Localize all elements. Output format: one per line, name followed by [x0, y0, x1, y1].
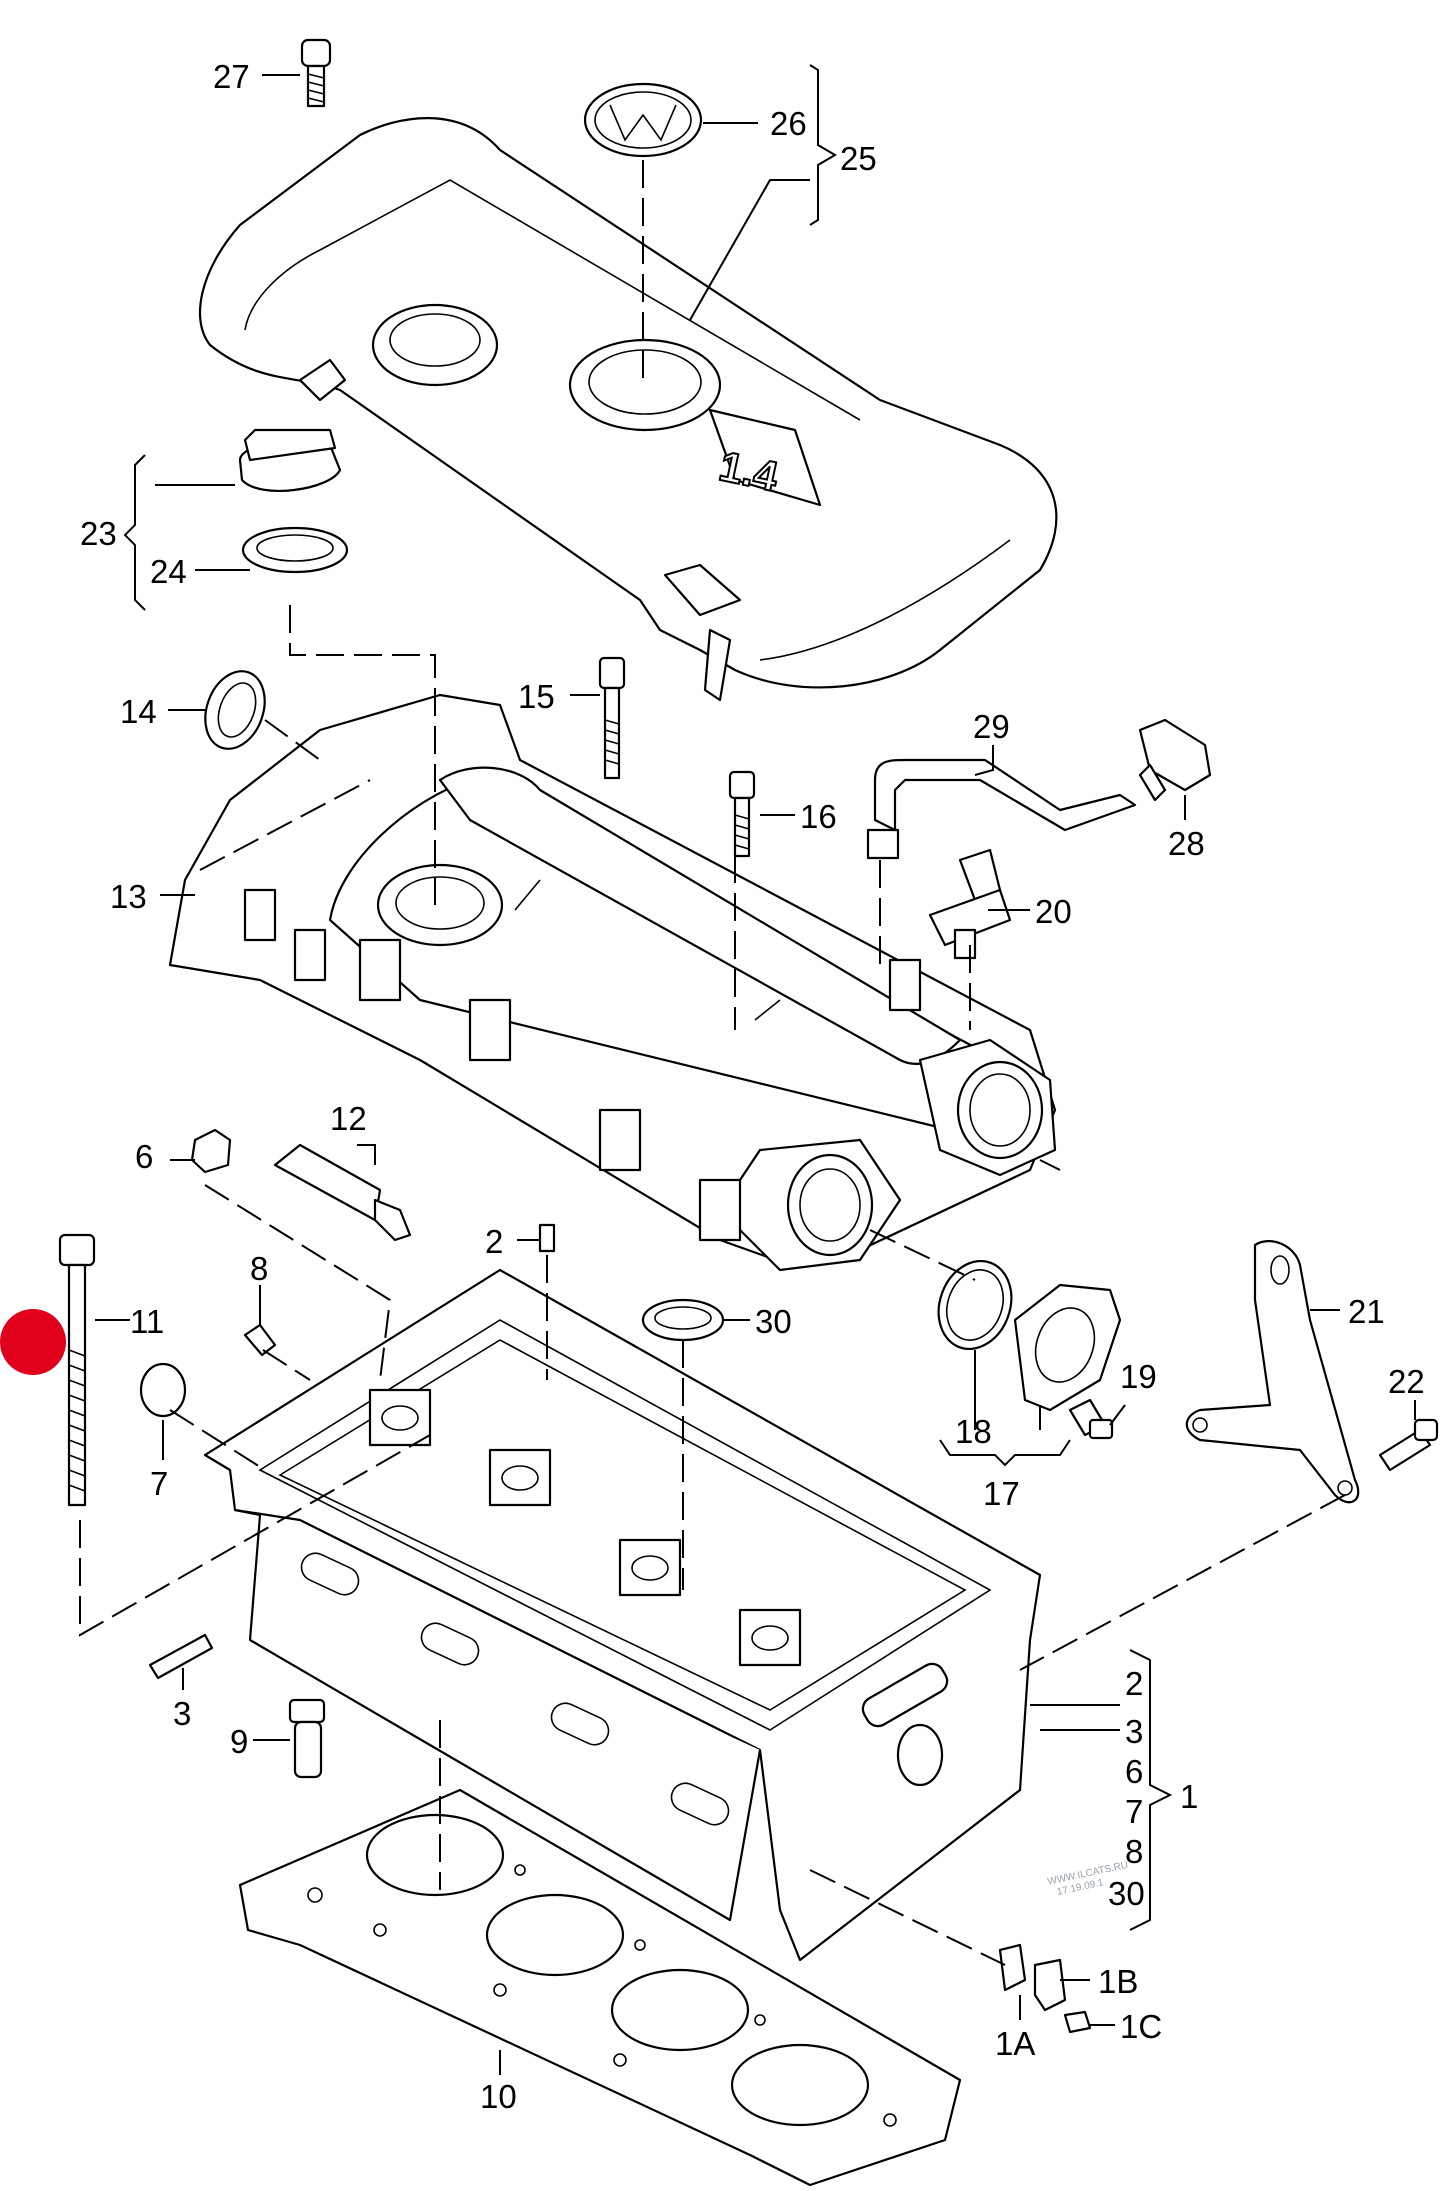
label-14: 14	[120, 693, 157, 730]
bolt-22	[1378, 1418, 1439, 1472]
clip-1A	[998, 1943, 1027, 1992]
clip-1B	[1033, 1958, 1067, 2012]
group-item: 2	[1125, 1665, 1143, 1702]
label-1: 1	[1180, 1778, 1198, 1815]
label-7: 7	[150, 1465, 168, 1502]
bolt-1C	[1063, 2010, 1092, 2034]
sleeve-9	[288, 1698, 326, 1779]
group-item: 6	[1125, 1753, 1143, 1790]
label-3: 3	[173, 1695, 191, 1732]
valve-cover	[168, 628, 1057, 1272]
oil-filler-cap	[238, 428, 349, 574]
engine-cover: 1.4	[198, 117, 1058, 689]
plug-7	[139, 1362, 187, 1418]
label-19: 19	[1120, 1358, 1157, 1395]
label-10: 10	[480, 2078, 517, 2115]
label-1A: 1A	[995, 2025, 1035, 2062]
label-28: 28	[1168, 825, 1205, 862]
connector-28	[1138, 718, 1212, 802]
label-18: 18	[955, 1413, 992, 1450]
leader-lines	[95, 64, 1416, 2075]
cam-bearing-blocks	[368, 1388, 802, 1667]
label-6: 6	[135, 1138, 153, 1175]
o-ring-18	[937, 1259, 1013, 1351]
label-22: 22	[1388, 1363, 1425, 1400]
group-item: 30	[1108, 1875, 1145, 1912]
group-1-list: 2 3 6 7 8 30	[1108, 1665, 1145, 1912]
label-29: 29	[973, 708, 1010, 745]
sealant-tube-12	[273, 1143, 412, 1242]
group-item: 7	[1125, 1793, 1143, 1830]
label-26: 26	[770, 105, 807, 142]
seal-14	[204, 670, 266, 750]
label-13: 13	[110, 878, 147, 915]
cylinder-head	[203, 1268, 1042, 1962]
bolt-15	[598, 656, 626, 780]
group-item: 3	[1125, 1713, 1143, 1750]
pin-2	[538, 1223, 556, 1253]
ring-30	[641, 1298, 725, 1342]
assembly-lines	[79, 160, 1346, 1966]
label-8: 8	[250, 1250, 268, 1287]
bolt-16	[728, 770, 756, 858]
cover-17	[1013, 1283, 1122, 1412]
label-23: 23	[80, 515, 117, 552]
stud-3	[148, 1633, 214, 1680]
bolt-19	[1068, 1398, 1114, 1440]
breather-hose-29	[866, 758, 1137, 860]
head-side-ports	[300, 1552, 730, 1826]
label-24: 24	[150, 553, 187, 590]
label-30: 30	[755, 1303, 792, 1340]
label-1C: 1C	[1120, 2008, 1162, 2045]
group-item: 8	[1125, 1833, 1143, 1870]
label-25: 25	[840, 140, 877, 177]
pin-8	[243, 1323, 277, 1357]
red-marker-dot	[0, 1309, 66, 1375]
label-21: 21	[1348, 1293, 1385, 1330]
bolt-27	[300, 38, 332, 108]
sensor-20	[928, 848, 1012, 960]
head-gasket	[238, 1788, 962, 2187]
label-17: 17	[983, 1475, 1020, 1512]
label-27: 27	[213, 58, 250, 95]
label-9: 9	[230, 1723, 248, 1760]
label-2: 2	[485, 1223, 503, 1260]
label-16: 16	[800, 798, 837, 835]
plug-6	[190, 1128, 232, 1174]
label-11: 11	[130, 1303, 164, 1340]
label-15: 15	[518, 678, 555, 715]
label-12: 12	[330, 1100, 367, 1137]
bolt-11	[58, 1233, 96, 1507]
label-20: 20	[1035, 893, 1072, 930]
callout-labels: 27 26 25 23 24 14 15 29 16 28 13 20 12 6…	[80, 58, 1425, 2115]
label-1B: 1B	[1098, 1963, 1138, 2000]
bracket-21	[1185, 1240, 1360, 1504]
vw-emblem-icon	[583, 82, 703, 158]
